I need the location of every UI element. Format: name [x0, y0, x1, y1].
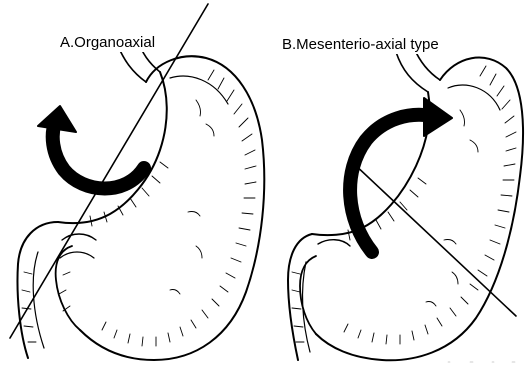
panel-b-label: B.Mesenterio-axial type	[280, 36, 441, 54]
panel-a-rotation-arrow	[38, 106, 144, 189]
panel-a-label: A.Organoaxial	[58, 34, 157, 52]
panel-b-stomach	[288, 48, 523, 360]
panel-a-rotation-axis	[10, 4, 208, 338]
panel-b-rotation-axis	[352, 162, 516, 316]
